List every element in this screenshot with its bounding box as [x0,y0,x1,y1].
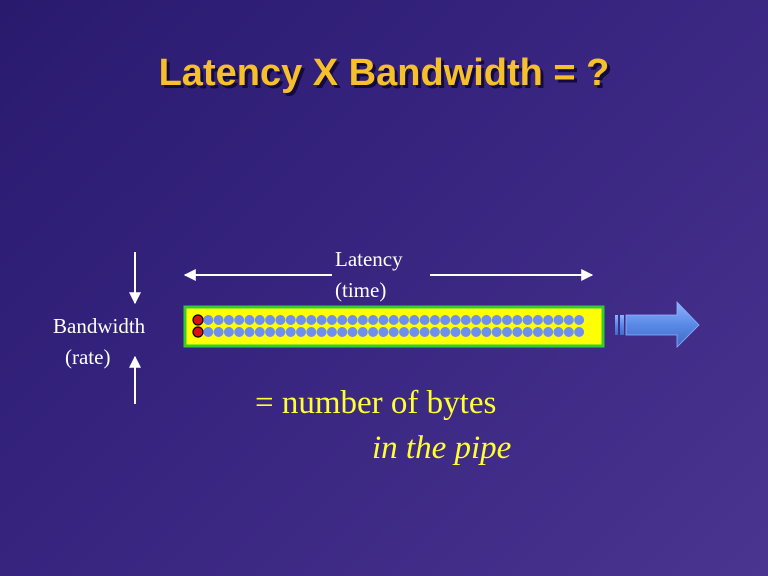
byte [357,327,368,337]
byte [563,327,574,337]
byte [532,315,543,325]
byte [347,315,358,325]
flow-arrow-stripe-1 [615,315,618,335]
byte [296,327,306,337]
byte [429,315,440,325]
byte [419,327,430,337]
byte [254,315,265,325]
byte [326,315,337,325]
byte [337,315,348,325]
result-line1: = number of bytes [255,385,497,421]
byte [512,315,523,325]
highlighted-byte [192,326,204,338]
byte [440,315,451,325]
byte [460,327,471,337]
byte [275,327,286,337]
byte [306,315,317,325]
byte [522,315,533,325]
byte [419,315,430,325]
byte [399,315,409,325]
byte [471,327,482,337]
latency-label-line2: (time) [335,278,387,302]
byte [429,327,440,337]
byte [316,327,327,337]
byte [450,315,461,325]
byte [203,327,214,337]
latency-label-line1: Latency [335,247,403,271]
byte [512,327,523,337]
byte [553,315,564,325]
byte [306,327,317,337]
byte [491,315,502,325]
byte [368,327,379,337]
bandwidth-label: Bandwidth (rate) [53,311,145,373]
pipe [183,305,605,348]
byte [254,327,265,337]
byte [213,327,224,337]
byte [234,327,245,337]
byte [265,315,276,325]
byte [522,327,533,337]
byte [440,327,451,337]
flow-arrow-body [625,301,700,348]
pipe-bytes [192,314,585,338]
byte [378,315,389,325]
byte [388,327,399,337]
byte [265,327,276,337]
byte [388,315,399,325]
byte [223,315,234,325]
byte [357,315,368,325]
byte [502,315,512,325]
byte [244,327,255,337]
byte [399,327,409,337]
byte [460,315,471,325]
byte [532,327,543,337]
latency-label: Latency (time) [335,244,403,306]
byte [347,327,358,337]
byte [481,327,492,337]
highlighted-byte [192,314,204,326]
byte [213,315,224,325]
byte [275,315,286,325]
byte [481,315,492,325]
byte [378,327,389,337]
byte [285,327,296,337]
byte [450,327,461,337]
byte [285,315,296,325]
byte [316,315,327,325]
byte [244,315,255,325]
byte [223,327,234,337]
byte [543,327,554,337]
result-line2: in the pipe [372,430,512,466]
byte [502,327,512,337]
byte [563,315,574,325]
byte [368,315,379,325]
flow-arrow-stripe-2 [620,315,624,335]
byte [409,327,420,337]
byte [471,315,482,325]
byte [409,315,420,325]
page-title: Latency X Bandwidth = ? [158,52,610,94]
byte [491,327,502,337]
right-block-arrow-icon [615,301,700,348]
byte [326,327,337,337]
byte [234,315,245,325]
byte [296,315,306,325]
byte [203,315,214,325]
bandwidth-label-line2: (rate) [65,345,111,369]
byte [543,315,554,325]
byte [553,327,564,337]
byte [574,327,585,337]
byte [574,315,585,325]
bandwidth-label-line1: Bandwidth [53,314,146,338]
byte [337,327,348,337]
